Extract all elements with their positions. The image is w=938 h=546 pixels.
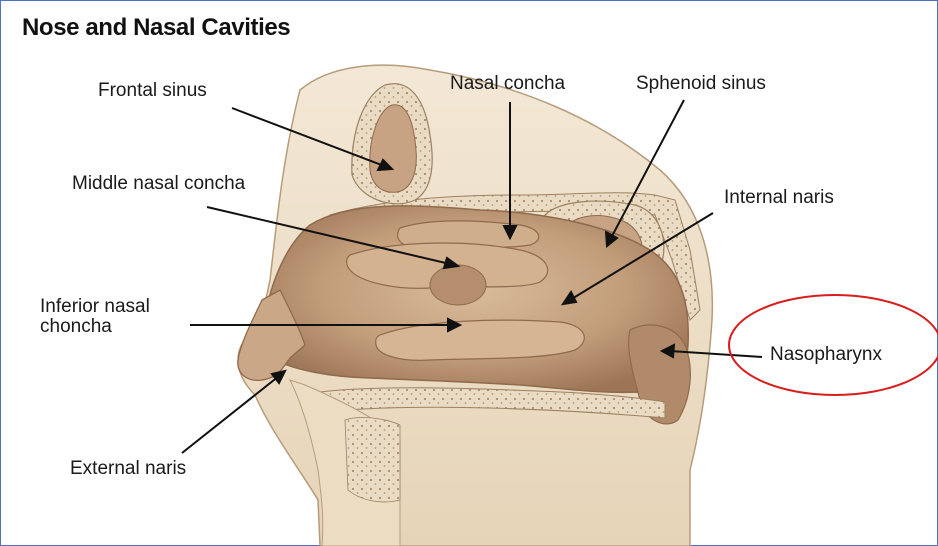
figure-title: Nose and Nasal Cavities [22, 14, 290, 42]
label-inferior-nasal-line2: choncha [40, 317, 150, 337]
label-frontal-sinus: Frontal sinus [98, 80, 207, 102]
label-middle-nasal-concha: Middle nasal concha [72, 173, 245, 195]
label-sphenoid-sinus: Sphenoid sinus [636, 73, 766, 95]
label-inferior-nasal-choncha: Inferior nasal choncha [40, 297, 150, 337]
label-nasal-concha: Nasal concha [450, 73, 565, 95]
label-nasopharynx: Nasopharynx [770, 344, 882, 366]
label-internal-naris: Internal naris [724, 187, 834, 209]
maxilla-bone [345, 418, 400, 502]
label-external-naris: External naris [70, 458, 186, 480]
label-inferior-nasal-line1: Inferior nasal [40, 297, 150, 317]
